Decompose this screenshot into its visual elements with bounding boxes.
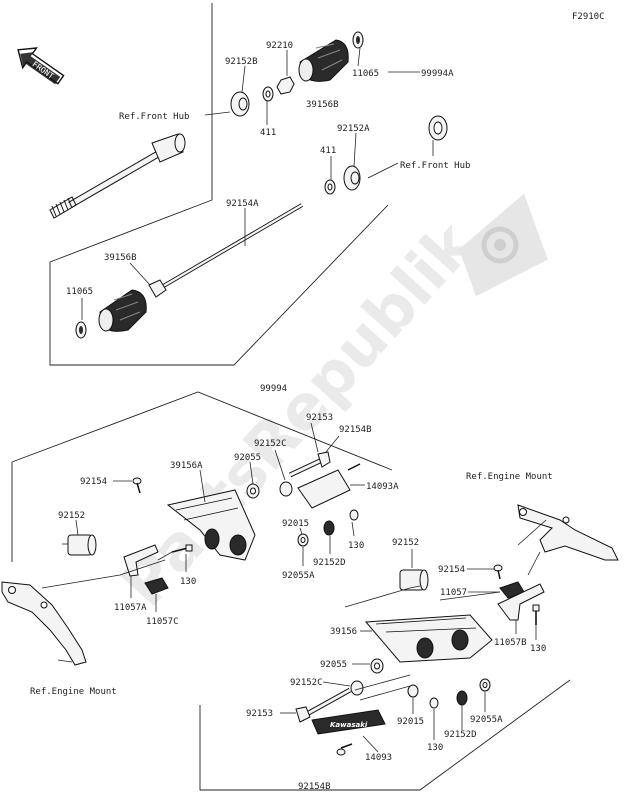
frame-slider-39156b [98,289,147,332]
label-92152c-lower: 92152C [290,678,323,688]
spacer-92152c-top [279,481,293,497]
svg-text:PartsRepublik: PartsRepublik [107,206,490,620]
spacer-92152d-lower [456,690,468,706]
label-99994a: 99994A [421,69,454,79]
washer-92055a-lower [479,678,491,692]
label-130-right: 130 [530,644,546,654]
label-11057c: 11057C [146,617,179,627]
label-11065-top: 11065 [352,69,379,79]
engine-mount-bracket-right [517,504,619,561]
cap-11065 [75,321,87,339]
label-92152b: 92152B [225,57,258,67]
bolt-130-right [532,604,540,625]
bolt-92154b-lower [336,743,353,756]
spacer-92152b [230,91,250,117]
bolt-92153-top [288,451,331,478]
label-11057b: 11057B [494,638,527,648]
label-92154b-lower: 92154B [298,782,331,792]
washer-92055-top [246,483,260,499]
label-92152c: 92152C [254,439,287,449]
ref-front-hub-left: Ref.Front Hub [119,112,189,122]
frame-slider-39156a [166,489,256,561]
label-92152d: 92152D [313,558,346,568]
nut-11057c [144,577,169,595]
label-39156a: 39156A [170,461,203,471]
svg-text:Kawasaki: Kawasaki [330,721,368,729]
label-92055-lower: 92055 [320,660,347,670]
washer-92015-lower [407,684,419,698]
bracket-11057b [497,583,545,621]
label-92055a: 92055A [282,571,315,581]
bolt-92154-top [132,477,142,494]
ref-engine-mount-right: Ref.Engine Mount [466,472,553,482]
label-130-left: 130 [180,577,196,587]
washer-92055-lower [370,658,384,674]
label-411-top: 411 [260,128,276,138]
label-92152-right: 92152 [392,538,419,548]
label-14093: 14093 [365,753,392,763]
label-92154a: 92154A [226,199,259,209]
label-92154-right: 92154 [438,565,465,575]
front-axle-left [49,133,186,219]
front-hub-right-collar [428,115,448,141]
bolt-92154a [148,203,304,298]
label-92055: 92055 [234,453,261,463]
label-39156b-top: 39156B [306,100,339,110]
figure-code: F2910C [572,12,605,22]
ref-engine-mount-left: Ref.Engine Mount [30,687,117,697]
label-92015: 92015 [282,519,309,529]
plate-14093a [297,463,361,509]
washer-411-mid [324,179,336,195]
frame-slider-39156 [364,614,493,663]
label-99994: 99994 [260,384,287,394]
bolt-130-left [171,544,193,553]
bolt-130-lower [429,697,439,709]
label-92152a: 92152A [337,124,370,134]
label-92153-lower: 92153 [246,709,273,719]
label-11065: 11065 [66,287,93,297]
label-92015-lower: 92015 [397,717,424,727]
bolt-92153-lower [295,687,352,723]
label-92154: 92154 [80,477,107,487]
spacer-92152-right [399,569,429,591]
washer-92055a-top [297,533,309,547]
watermark-gear-icon [458,193,548,297]
washer-411-top [262,86,274,102]
spacer-92152d-top [323,520,335,536]
plate-14093: Kawasaki [311,709,386,735]
label-39156: 39156 [330,627,357,637]
bolt-92154-right [493,564,503,580]
upper-frame [49,3,389,366]
label-14093a: 14093A [366,482,399,492]
label-130-mid: 130 [348,541,364,551]
lower-right-frame [199,679,571,791]
label-130-lower: 130 [427,743,443,753]
bolt-130-mid [349,509,359,521]
label-92152-left: 92152 [58,511,85,521]
label-11057: 11057 [440,588,467,598]
lower-frame [11,391,393,562]
watermark: PartsRepublik [107,206,490,620]
front-arrow-icon: FRONT [17,47,65,85]
label-92055a-lower: 92055A [470,715,503,725]
label-411-mid: 411 [320,146,336,156]
label-92153: 92153 [306,413,333,423]
nut-92210 [276,76,295,95]
bracket-11057a [123,544,159,577]
cap-11065-top [352,31,364,49]
label-92210: 92210 [266,41,293,51]
ref-front-hub-right: Ref.Front Hub [400,161,470,171]
label-39156b: 39156B [104,253,137,263]
spacer-92152a [343,165,361,191]
label-92152d-lower: 92152D [444,730,477,740]
spacer-92152-left [67,534,97,556]
lower-leaders [41,422,547,753]
upper-leaders [81,47,434,320]
label-92154b: 92154B [339,425,372,435]
label-11057a: 11057A [114,603,147,613]
engine-mount-bracket-left [1,581,87,666]
frame-slider-39156b-top [298,39,349,82]
